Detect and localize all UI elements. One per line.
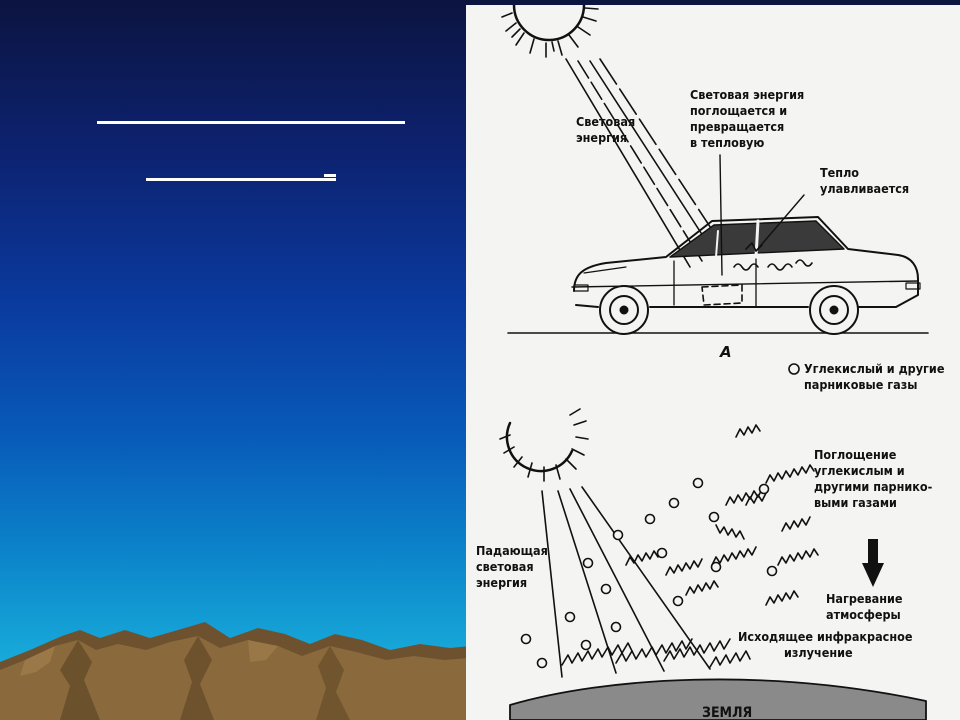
earth-surface bbox=[509, 678, 927, 720]
car-icon bbox=[571, 216, 921, 335]
label-heat-trapped: Тепло улавливается bbox=[820, 165, 909, 196]
sun-top-icon bbox=[501, 5, 599, 58]
label-incident: Падающая световая энергия bbox=[476, 543, 552, 590]
greenhouse-diagram: Световая энергия Световая энергия поглощ… bbox=[466, 5, 960, 720]
incident-rays bbox=[541, 486, 711, 678]
mountain-highlight bbox=[20, 646, 55, 676]
panel-letter-a: А bbox=[719, 343, 732, 361]
title-underline-1 bbox=[97, 121, 405, 124]
title-underline-2 bbox=[146, 178, 336, 181]
mountain-front bbox=[0, 636, 470, 720]
light-rays-car bbox=[565, 58, 723, 268]
pointer-absorbed bbox=[719, 154, 723, 276]
mountain-shadow-3 bbox=[316, 646, 350, 720]
sun-bottom-icon bbox=[499, 408, 589, 482]
mountain-highlight-2 bbox=[248, 640, 278, 662]
label-outgoing: Исходящее инфракрасное излучение bbox=[738, 629, 916, 660]
legend-gas-icon bbox=[788, 363, 800, 375]
mountain-shadow bbox=[60, 640, 100, 720]
pointer-heat bbox=[755, 194, 805, 252]
mountain-range bbox=[0, 622, 470, 720]
label-absorbed: Световая энергия поглощается и превращае… bbox=[690, 87, 808, 150]
heating-down-arrow-icon bbox=[862, 539, 884, 587]
diagram-svg: Световая энергия Световая энергия поглощ… bbox=[476, 5, 948, 720]
legend-label: Углекислый и другие парниковые газы bbox=[804, 361, 948, 392]
label-light-energy: Световая энергия bbox=[576, 114, 639, 145]
title-underline-tick bbox=[324, 174, 336, 177]
label-heating: Нагревание атмосферы bbox=[826, 591, 906, 622]
outgoing-infrared-arrows bbox=[561, 424, 819, 668]
label-earth: ЗЕМЛЯ bbox=[702, 705, 752, 720]
greenhouse-gas-molecules bbox=[520, 477, 778, 669]
label-absorption: Поглощение углекислым и другими парнико-… bbox=[814, 447, 936, 510]
mountain-shadow-2 bbox=[180, 636, 214, 720]
